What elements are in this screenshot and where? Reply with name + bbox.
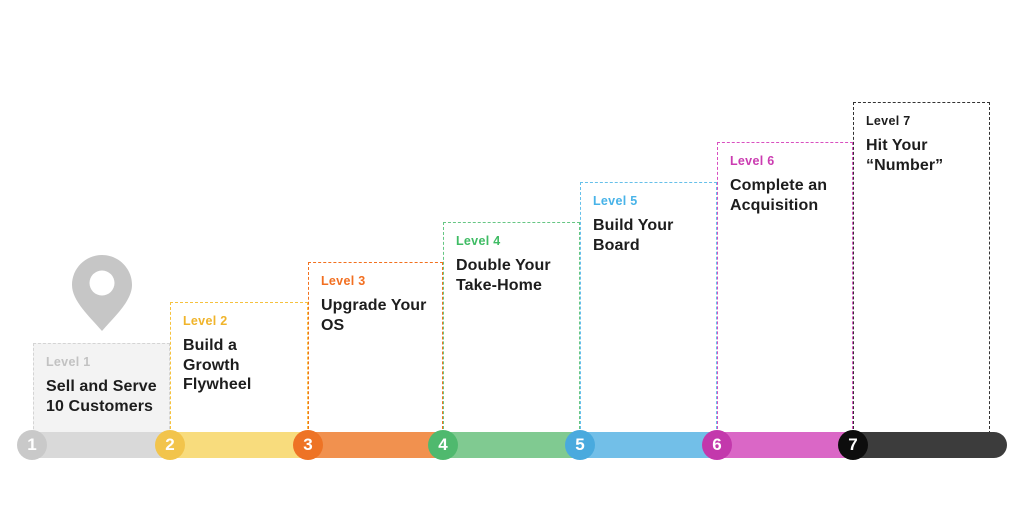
level-number-badge: 4	[428, 430, 458, 460]
level-label: Level 3	[321, 274, 366, 288]
level-label: Level 7	[866, 114, 911, 128]
location-pin-icon	[72, 255, 132, 333]
level-label: Level 1	[46, 355, 91, 369]
level-number-badge: 5	[565, 430, 595, 460]
level-title: Sell and Serve 10 Customers	[46, 378, 157, 415]
level-title: Double Your Take-Home	[456, 257, 551, 294]
level-label: Level 5	[593, 194, 638, 208]
level-title: Upgrade Your OS	[321, 297, 427, 334]
level-box: Level 7 Hit Your “Number”	[853, 102, 990, 434]
bar-segment	[308, 432, 443, 458]
bar-segment	[717, 432, 853, 458]
bar-segment	[853, 432, 1007, 458]
level-label: Level 6	[730, 154, 775, 168]
level-number-badge: 2	[155, 430, 185, 460]
bar-segment	[580, 432, 717, 458]
level-number-badge: 7	[838, 430, 868, 460]
level-title: Complete an Acquisition	[730, 177, 828, 214]
level-number-badge: 1	[17, 430, 47, 460]
level-title: Build Your Board	[593, 217, 674, 254]
level-title: Build a Growth Flywheel	[183, 337, 252, 394]
level-number-badge: 6	[702, 430, 732, 460]
level-number-badge: 3	[293, 430, 323, 460]
progress-bar	[18, 432, 1007, 458]
level-label: Level 2	[183, 314, 228, 328]
level-box: Level 6 Complete an Acquisition	[717, 142, 853, 434]
bar-segment	[170, 432, 308, 458]
level-box: Level 4 Double Your Take-Home	[443, 222, 580, 434]
level-label: Level 4	[456, 234, 501, 248]
bar-segment	[443, 432, 580, 458]
level-box: Level 1 Sell and Serve 10 Customers	[33, 343, 170, 434]
level-box: Level 2 Build a Growth Flywheel	[170, 302, 308, 434]
level-box: Level 5 Build Your Board	[580, 182, 717, 434]
level-title: Hit Your “Number”	[866, 137, 944, 174]
level-box: Level 3 Upgrade Your OS	[308, 262, 443, 434]
